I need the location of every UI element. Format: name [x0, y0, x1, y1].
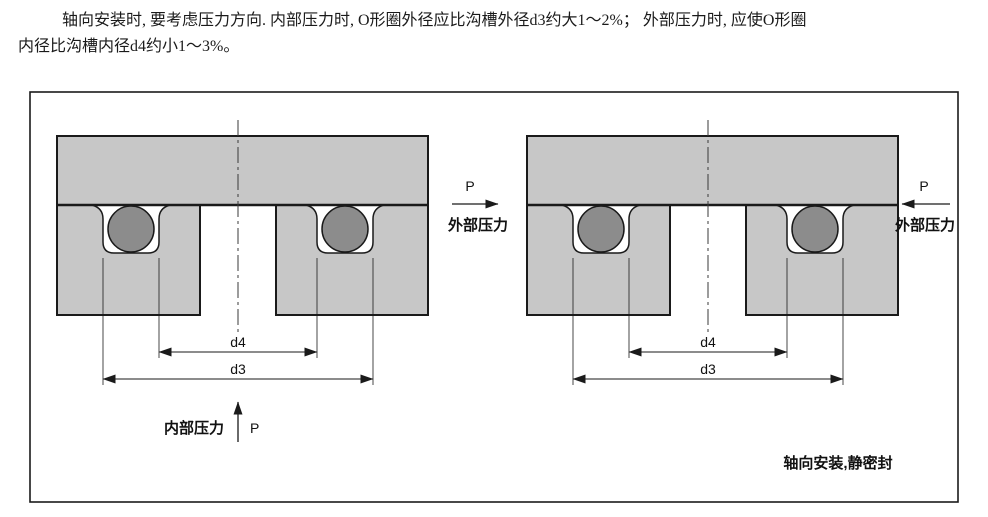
right-d3-label: d3 — [700, 361, 716, 377]
o-ring-right — [321, 205, 369, 253]
left-diagram: d4 d3 内部压力 P — [56, 120, 429, 442]
external-pressure-right-group: P 外部压力 — [894, 178, 955, 234]
paragraph-line-2: 内径比沟槽内径d4约小1～3%。 — [18, 38, 240, 55]
right-d4-label: d4 — [700, 334, 716, 350]
right-top-plate — [526, 135, 899, 206]
external-pressure-left-symbol: P — [465, 178, 474, 194]
paragraph-line-1: 轴向安装时, 要考虑压力方向. 内部压力时, O形圈外径应比沟槽外径d3约大1～… — [62, 12, 807, 29]
left-top-plate — [56, 135, 429, 206]
internal-pressure-label: 内部压力 — [164, 419, 224, 437]
left-d3-label: d3 — [230, 361, 246, 377]
description-paragraph: 轴向安装时, 要考虑压力方向. 内部压力时, O形圈外径应比沟槽外径d3约大1～… — [18, 8, 970, 60]
external-pressure-left-label: 外部压力 — [447, 216, 508, 234]
internal-pressure-symbol: P — [250, 420, 259, 436]
external-pressure-right-label: 外部压力 — [894, 216, 955, 234]
o-ring-left — [577, 205, 625, 253]
left-lower-block-outline — [56, 205, 429, 316]
o-ring-left — [107, 205, 155, 253]
o-ring-right — [791, 205, 839, 253]
diagram-caption: 轴向安装,静密封 — [783, 454, 892, 472]
left-d4-label: d4 — [230, 334, 246, 350]
diagram-frame — [29, 91, 959, 503]
right-lower-block-outline — [526, 205, 899, 316]
external-pressure-left-group: P 外部压力 — [447, 178, 508, 234]
right-diagram: d4 d3 — [526, 120, 899, 385]
external-pressure-right-symbol: P — [919, 178, 928, 194]
